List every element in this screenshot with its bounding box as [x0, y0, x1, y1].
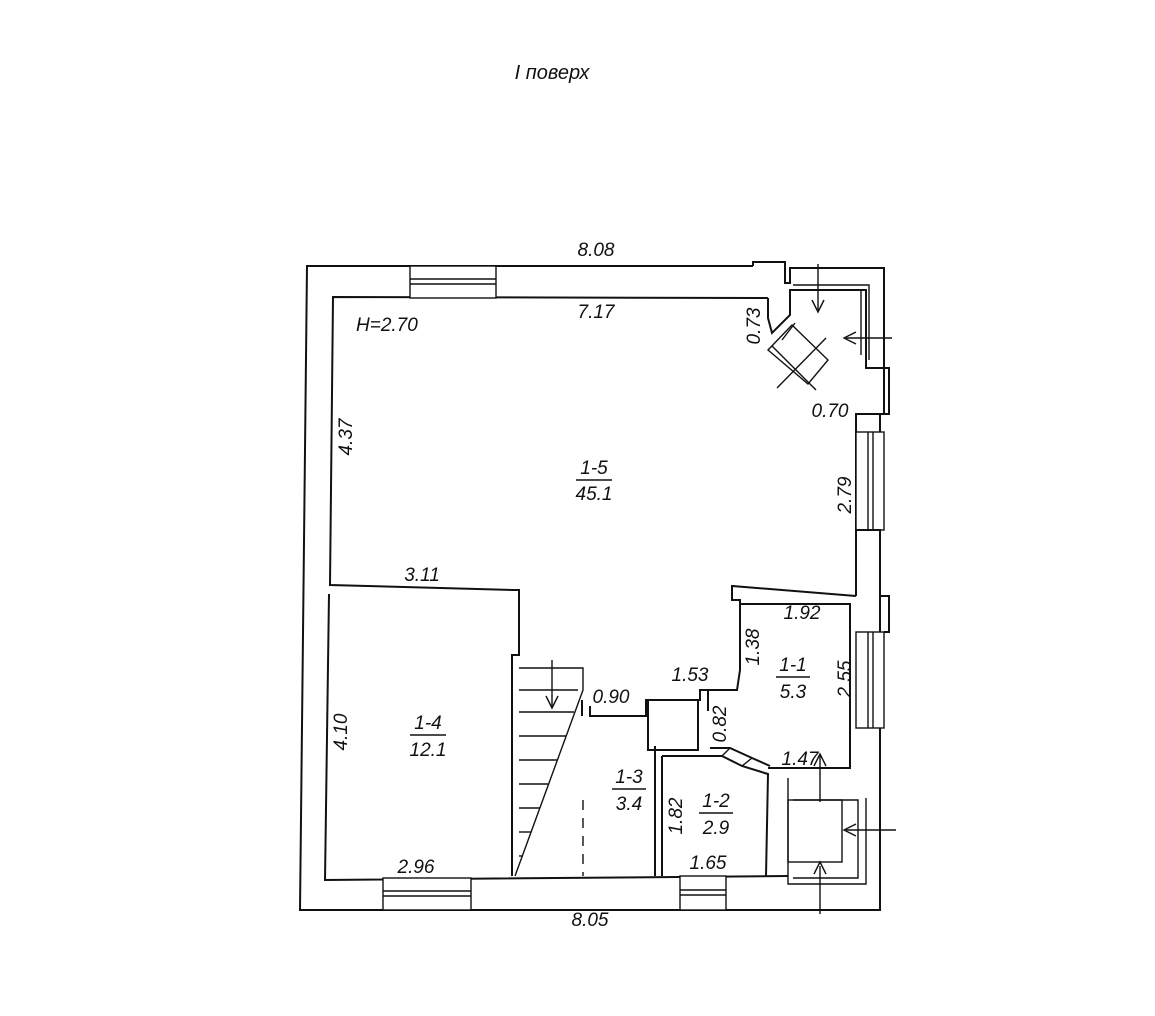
room-area: 2.9: [702, 818, 730, 839]
dim-room-1-2-bottom: 1.65: [690, 853, 727, 874]
window-right-lower: [855, 631, 885, 729]
ceiling-height: H=2.70: [356, 315, 418, 336]
dim-room-1-1-top: 1.92: [784, 603, 821, 624]
exterior-walls: [298, 261, 890, 911]
room-1-5-label: 1-5 45.1: [576, 458, 613, 505]
dim-top-outer: 8.08: [578, 240, 615, 261]
room-area: 12.1: [410, 740, 447, 761]
dim-room-1-2-top: 1.47: [782, 749, 820, 770]
room-1-1-label: 1-1 5.3: [776, 655, 810, 703]
dim-step-a: 1.53: [672, 665, 709, 686]
entrance-bottom-right: [787, 752, 896, 914]
dim-room-1-2-left: 1.82: [666, 797, 687, 834]
window-right-upper: [855, 431, 885, 531]
dim-top-inner: 7.17: [578, 302, 616, 323]
dim-step-b: 0.90: [593, 687, 630, 708]
dim-corner-b: 0.70: [812, 401, 849, 422]
dim-bottom-outer: 8.05: [572, 910, 609, 931]
interior-walls: [511, 584, 857, 877]
dim-corner-a: 0.73: [744, 307, 765, 344]
dimension-labels: 8.08 7.17 8.05 3.11 2.96 0.70 1.92 1.53 …: [331, 240, 856, 931]
room-id: 1-5: [580, 458, 608, 479]
dim-room-1-1-right: 2.55: [835, 660, 856, 698]
dim-left-upper: 4.37: [336, 417, 357, 455]
room-1-3-label: 1-3 3.4: [612, 767, 646, 815]
room-area: 5.3: [780, 682, 807, 703]
window-top: [409, 265, 497, 299]
room-id: 1-2: [702, 791, 730, 812]
entrance-top-right: [766, 264, 892, 391]
room-area: 3.4: [616, 794, 642, 815]
staircase: [514, 660, 584, 877]
window-bottom-right: [679, 875, 727, 911]
right-wall-pier: [856, 529, 890, 633]
floor-title: I поверх: [515, 62, 591, 84]
dim-step-c: 0.82: [710, 705, 731, 742]
dim-mid-left: 3.11: [404, 565, 440, 586]
windows: [382, 265, 885, 911]
room-id: 1-3: [615, 767, 643, 788]
room-area: 45.1: [576, 484, 613, 505]
dim-room-1-1-left: 1.38: [743, 628, 764, 665]
dim-left-lower: 4.10: [331, 713, 352, 750]
window-bottom-left: [382, 877, 472, 911]
dim-bottom-left: 2.96: [397, 857, 435, 878]
dim-right-upper: 2.79: [835, 476, 856, 514]
room-1-4-label: 1-4 12.1: [410, 713, 447, 761]
room-id: 1-1: [779, 655, 806, 676]
room-id: 1-4: [414, 713, 441, 734]
room-1-2-label: 1-2 2.9: [699, 791, 733, 839]
